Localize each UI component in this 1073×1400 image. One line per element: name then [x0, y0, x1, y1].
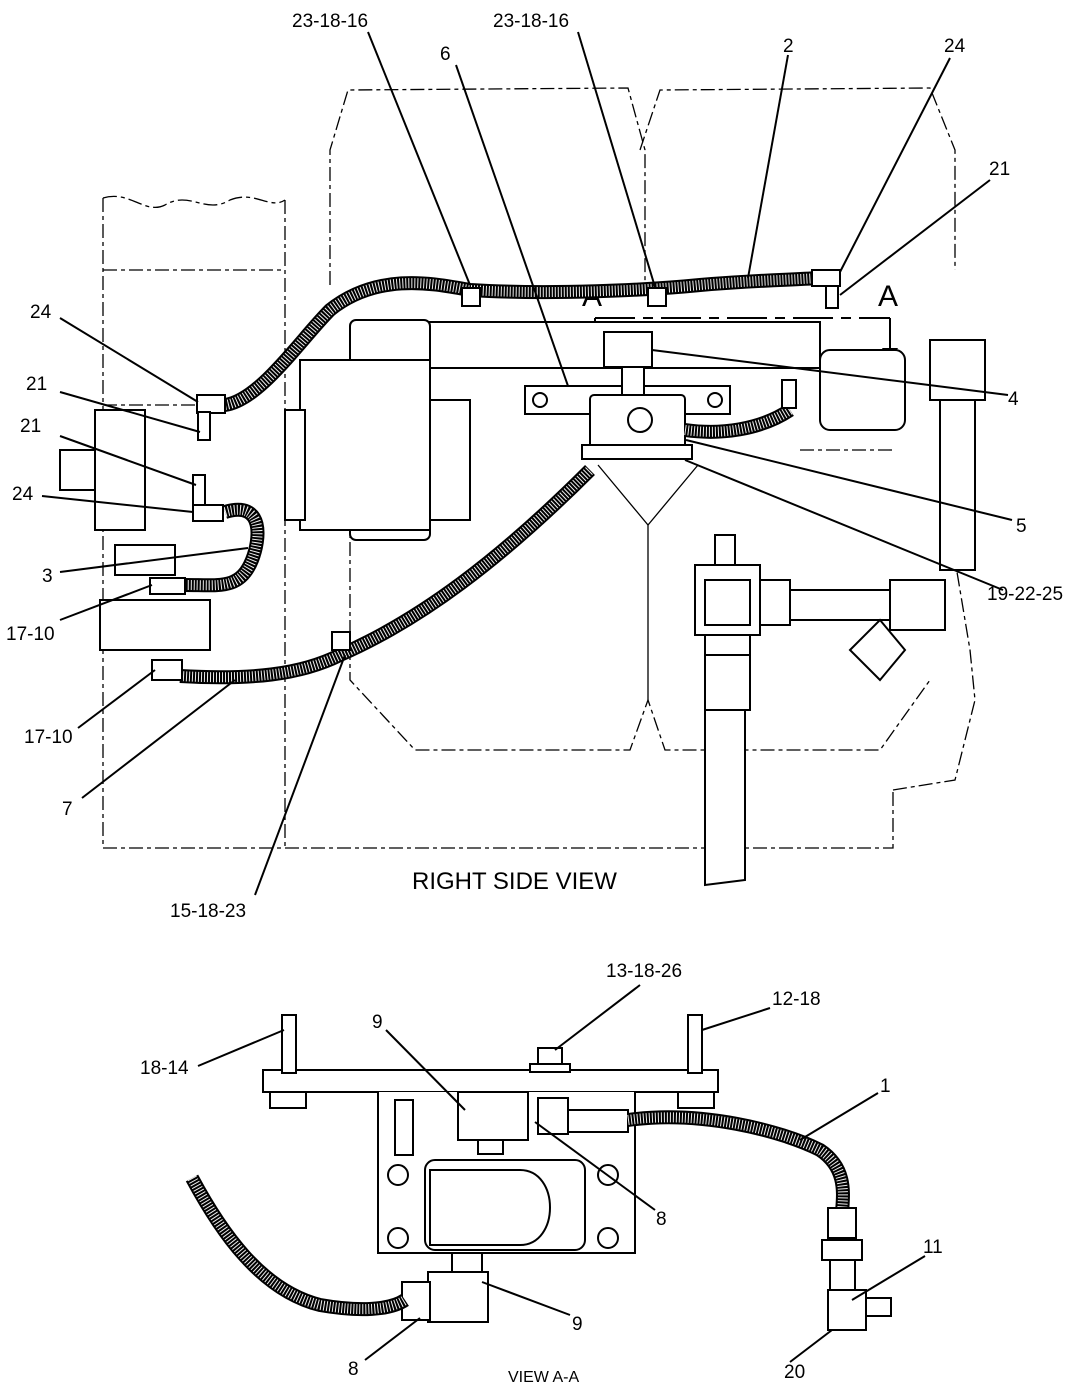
callout-3: 3: [42, 566, 53, 587]
callout-4: 4: [1008, 389, 1019, 410]
leader-lines: [41, 31, 1013, 1363]
callout-8-right: 8: [656, 1209, 667, 1230]
view-a-a-title: VIEW A-A: [508, 1369, 579, 1386]
right-side-components: [59, 319, 986, 887]
callout-24-top: 24: [944, 36, 966, 57]
callout-23-18-16-right: 23-18-16: [493, 11, 569, 32]
callout-11: 11: [923, 1237, 943, 1258]
callout-24-left-b: 24: [12, 484, 34, 505]
callout-labels: 23-18-16 23-18-16 6 2 24 21 24 21 21 24 …: [6, 11, 1063, 1386]
callout-13-18-26: 13-18-26: [606, 961, 682, 982]
callout-24-left: 24: [30, 302, 52, 323]
view-a-a-components: [185, 1014, 892, 1331]
callout-21-top: 21: [989, 159, 1010, 180]
right-side-view-title: RIGHT SIDE VIEW: [412, 868, 617, 895]
callout-8-bottom: 8: [348, 1359, 359, 1380]
callout-1: 1: [880, 1076, 891, 1097]
callout-7: 7: [62, 799, 73, 820]
callout-6: 6: [440, 44, 451, 65]
callout-9-top: 9: [372, 1012, 383, 1033]
callout-23-18-16-left: 23-18-16: [292, 11, 368, 32]
callout-20: 20: [784, 1362, 805, 1383]
callout-17-10-b: 17-10: [24, 727, 73, 748]
callout-9-bottom: 9: [572, 1314, 583, 1335]
fittings-right-side: [149, 269, 841, 681]
callout-19-22-25: 19-22-25: [987, 584, 1063, 605]
callout-21-left-a: 21: [26, 374, 47, 395]
section-marker-right: A: [878, 280, 898, 313]
callout-15-18-23: 15-18-23: [170, 901, 246, 922]
callout-18-14: 18-14: [140, 1058, 189, 1079]
engine-outline: [102, 87, 976, 849]
callout-12-18: 12-18: [772, 989, 821, 1010]
callout-17-10-a: 17-10: [6, 624, 55, 645]
callout-21-left-b: 21: [20, 416, 41, 437]
callout-2: 2: [783, 36, 794, 57]
callout-5: 5: [1016, 516, 1027, 537]
